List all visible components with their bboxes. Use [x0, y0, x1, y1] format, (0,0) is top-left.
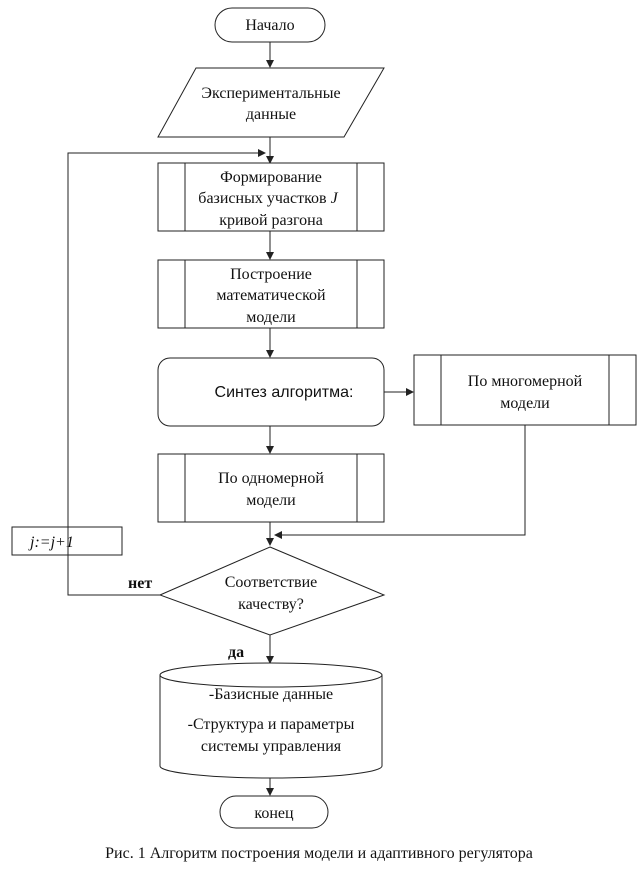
multi-node: По многомерной модели: [413, 354, 637, 426]
storage-node: -Базисные данные -Структура и параметры …: [159, 662, 383, 779]
storage-label-line1: -Базисные данные: [209, 686, 333, 703]
no-label: нет: [128, 575, 152, 592]
increment-label: j:=j+1: [28, 534, 74, 551]
single-label-line1: По одномерной: [218, 470, 324, 487]
form-label-line3: кривой разгона: [219, 212, 323, 229]
figure-caption: Рис. 1 Алгоритм построения модели и адап…: [105, 845, 533, 862]
form-label-line2: базисных участков: [198, 190, 327, 207]
build-node: Построение математической модели: [157, 259, 385, 329]
form-label-line1: Формирование: [220, 169, 322, 186]
input-node: Экспериментальные данные: [157, 67, 385, 138]
input-label-line2: данные: [246, 106, 296, 123]
form-node: Формирование базисных участков J кривой …: [157, 162, 385, 232]
synth-label: Синтез алгоритма:: [215, 384, 354, 401]
decision-label-line2: качеству?: [238, 596, 304, 613]
storage-label-line3: системы управления: [201, 738, 342, 755]
decision-node: Соответствие качеству?: [158, 546, 386, 636]
storage-label-line2: -Структура и параметры: [188, 716, 355, 733]
form-label-var: J: [331, 190, 339, 207]
edge-multi-merge: [274, 425, 526, 539]
decision-label-line1: Соответствие: [225, 574, 318, 591]
build-label-line3: модели: [246, 309, 296, 326]
increment-node: j:=j+1: [11, 526, 123, 556]
edge-loop-back: [67, 149, 266, 596]
start-label: Начало: [245, 17, 294, 34]
end-node: конец: [219, 795, 329, 829]
multi-label-line1: По многомерной: [468, 373, 583, 390]
input-label-line1: Экспериментальные: [201, 85, 340, 102]
end-label: конец: [254, 805, 294, 822]
single-label-line2: модели: [246, 492, 296, 509]
build-label-line2: математической: [216, 287, 326, 304]
form-label-line2-group: базисных участков J: [198, 190, 338, 207]
multi-label-line2: модели: [500, 395, 550, 412]
single-node: По одномерной модели: [157, 453, 385, 523]
start-node: Начало: [214, 7, 326, 43]
synth-node: Синтез алгоритма:: [157, 357, 385, 427]
build-label-line1: Построение: [230, 266, 312, 283]
yes-label: да: [228, 644, 244, 661]
